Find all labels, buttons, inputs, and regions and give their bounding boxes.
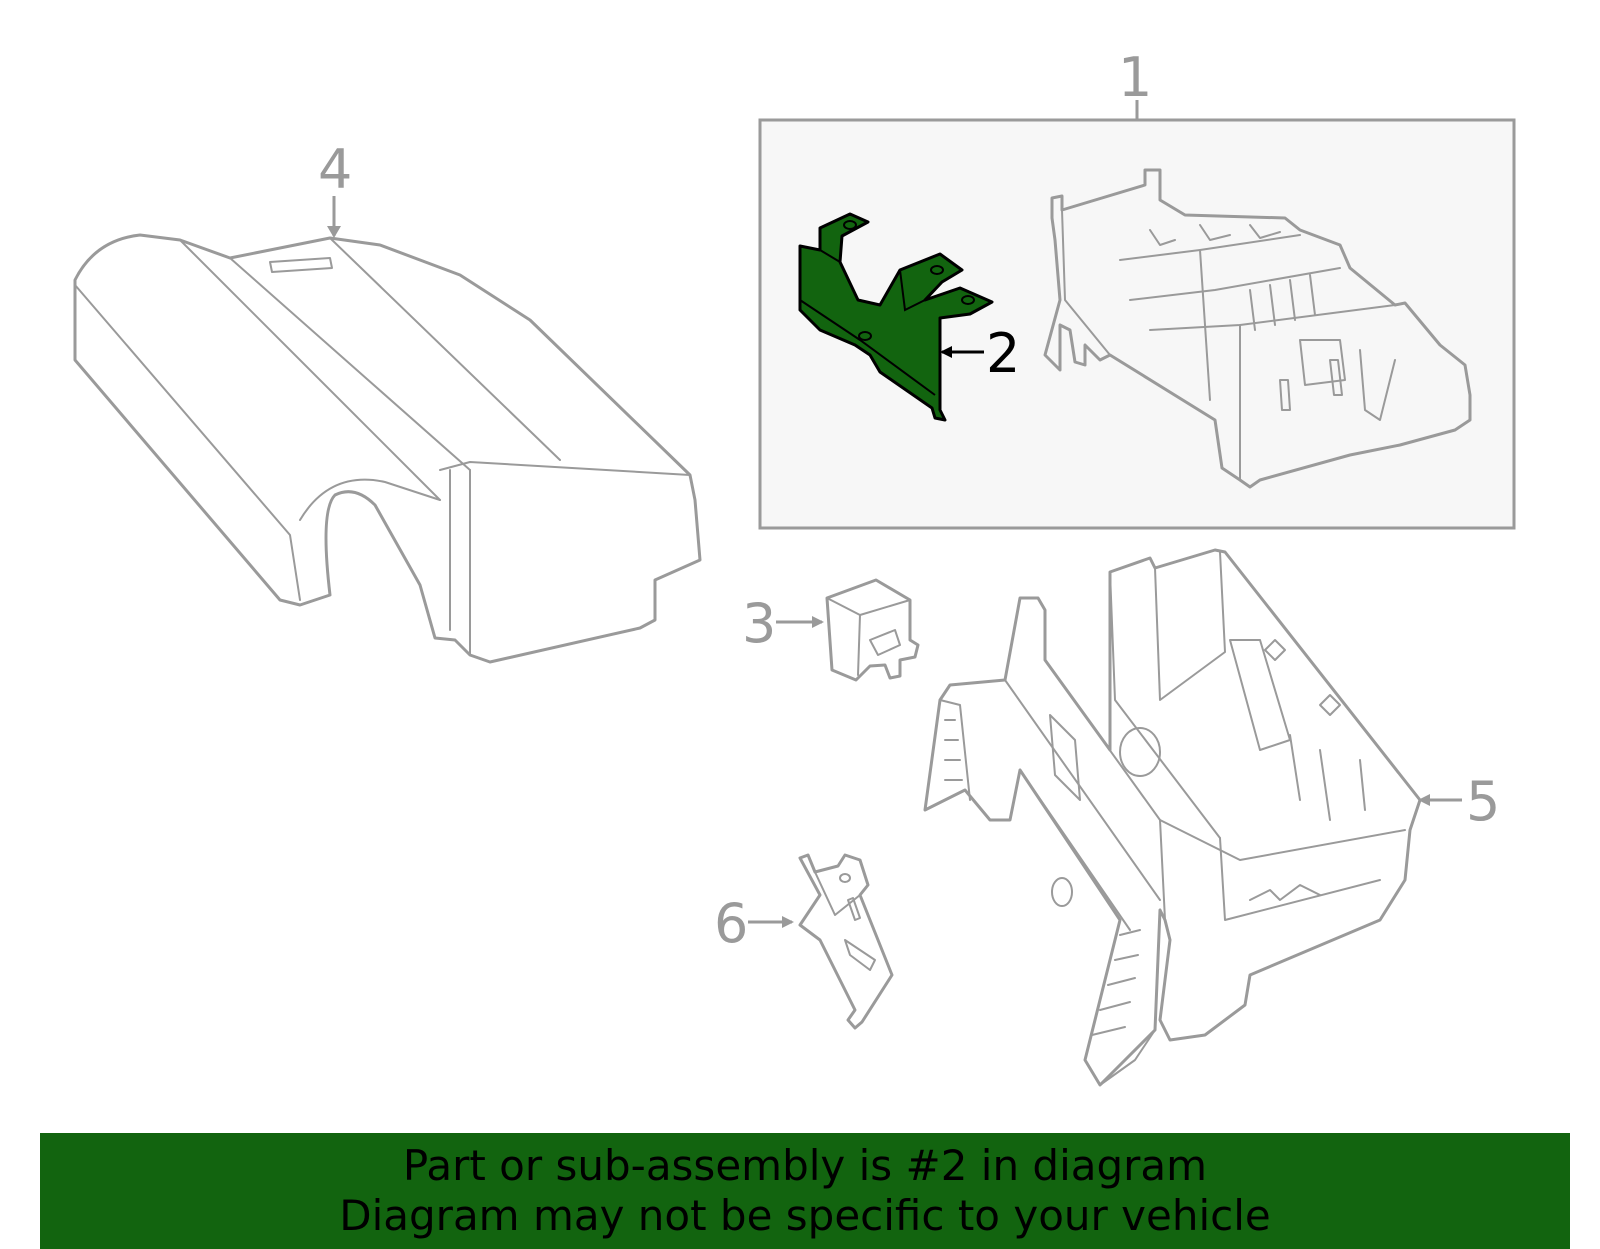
part-4-cover[interactable] xyxy=(73,233,702,664)
callout-4: 4 xyxy=(318,138,352,201)
info-banner: Part or sub-assembly is #2 in diagram Di… xyxy=(40,1133,1570,1249)
callout-5: 5 xyxy=(1466,770,1500,833)
part-1-fuse-block[interactable] xyxy=(1043,168,1472,489)
part-3-relay[interactable] xyxy=(825,578,920,682)
parts-diagram: 1 4 2 xyxy=(73,46,1516,1087)
callout-6: 6 xyxy=(714,892,748,955)
callout-1: 1 xyxy=(1118,46,1152,109)
part-6-bracket[interactable] xyxy=(798,853,894,1030)
part-5-housing[interactable] xyxy=(923,548,1422,1087)
part-2-bracket[interactable] xyxy=(798,212,994,422)
callout-3: 3 xyxy=(742,592,776,655)
banner-line-2: Diagram may not be specific to your vehi… xyxy=(339,1191,1271,1240)
banner-line-1: Part or sub-assembly is #2 in diagram xyxy=(402,1141,1208,1190)
callout-2: 2 xyxy=(986,322,1020,385)
